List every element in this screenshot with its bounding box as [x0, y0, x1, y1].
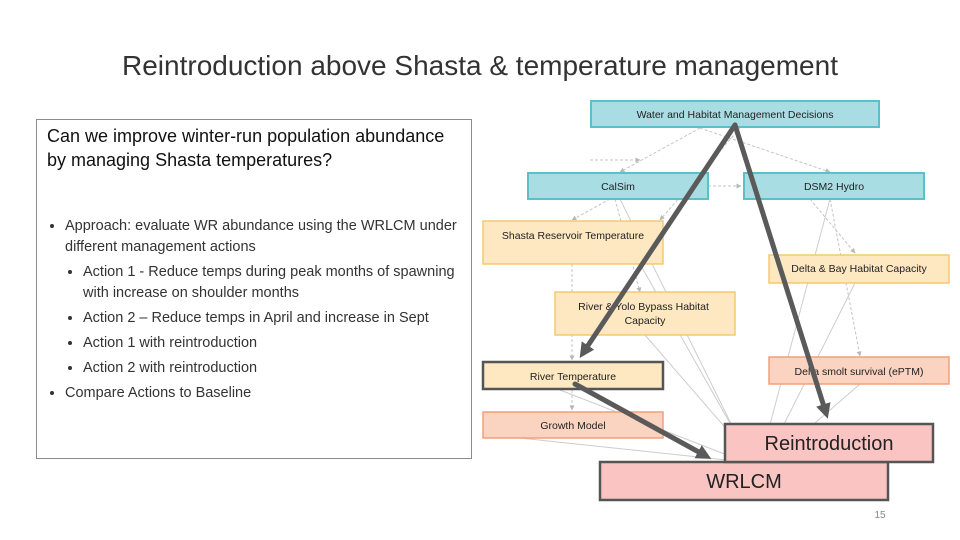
question-box: Can we improve winter-run population abu…	[36, 119, 472, 459]
action-item-3: Action 1 with reintroduction	[83, 333, 463, 354]
bullet-approach: Approach: evaluate WR abundance using th…	[65, 216, 463, 379]
node-reintroduction-label: Reintroduction	[765, 433, 894, 455]
node-delta-smolt: Delta smolt survival (ePTM)	[768, 356, 950, 385]
node-river-temp: River Temperature	[481, 360, 665, 391]
node-wrlcm-label: WRLCM	[706, 471, 782, 493]
arrow-river-temp-to-wrlcm	[572, 381, 712, 459]
node-shasta-temp: Shasta Reservoir Temperature	[482, 220, 664, 265]
node-water-decisions-label: Water and Habitat Management Decisions	[637, 109, 834, 121]
node-delta-smolt-label: Delta smolt survival (ePTM)	[795, 366, 924, 378]
action-list: Action 1 - Reduce temps during peak mont…	[65, 262, 463, 379]
node-shasta-temp-label: Shasta Reservoir Temperature	[502, 230, 644, 242]
bullet-list: Approach: evaluate WR abundance using th…	[47, 216, 463, 404]
highlight-path-arrows	[572, 122, 831, 459]
arrow-decisions-to-river-temp	[579, 122, 738, 358]
action-item-4: Action 2 with reintroduction	[83, 358, 463, 379]
bullet-compare: Compare Actions to Baseline	[65, 383, 463, 404]
node-reintroduction: Reintroduction	[723, 422, 935, 464]
bullet-approach-text: Approach: evaluate WR abundance using th…	[65, 218, 457, 255]
node-dsm2: DSM2 Hydro	[743, 172, 925, 200]
node-dsm2-label: DSM2 Hydro	[804, 181, 864, 193]
node-calsim-label: CalSim	[601, 181, 635, 193]
node-river-yolo-habitat: River & Yolo Bypass Habitat Capacity	[554, 291, 736, 336]
question-heading: Can we improve winter-run population abu…	[47, 126, 445, 170]
page-number: 15	[874, 510, 886, 521]
arrow-decisions-to-reintroduction	[732, 122, 831, 419]
node-delta-bay-habitat: Delta & Bay Habitat Capacity	[768, 254, 950, 284]
action-item-1: Action 1 - Reduce temps during peak mont…	[83, 262, 463, 304]
node-delta-bay-habitat-label: Delta & Bay Habitat Capacity	[791, 263, 927, 275]
node-wrlcm: WRLCM	[598, 460, 890, 502]
slide-title: Reintroduction above Shasta & temperatur…	[122, 50, 838, 81]
node-growth-model-label: Growth Model	[540, 420, 605, 432]
action-item-2: Action 2 – Reduce temps in April and inc…	[83, 308, 463, 329]
node-river-temp-label: River Temperature	[530, 371, 616, 383]
node-calsim: CalSim	[527, 172, 709, 200]
